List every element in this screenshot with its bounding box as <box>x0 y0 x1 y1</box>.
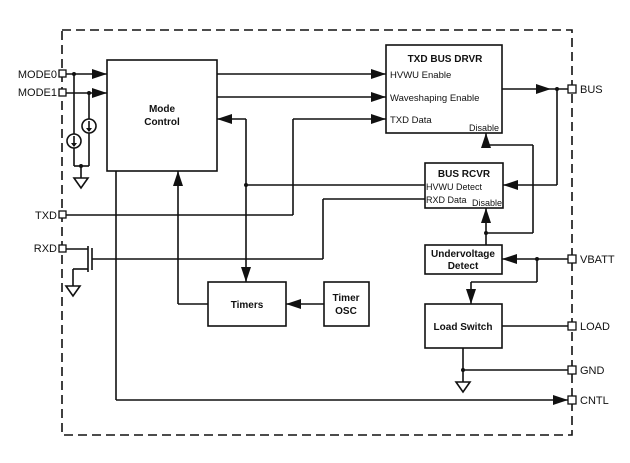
vbatt-wires <box>466 254 568 304</box>
rcvr-disable-port: Disable <box>472 198 502 208</box>
txd-data-port: TXD Data <box>390 115 432 126</box>
mode-control-label-2: Control <box>144 117 180 128</box>
timer-wires <box>173 171 324 309</box>
current-source-icon <box>81 118 97 134</box>
gnd-label: GND <box>580 365 605 377</box>
mode-control-block: Mode Control <box>106 59 218 172</box>
arrow-mode1 <box>92 88 107 98</box>
bus-rcvr-title: BUS RCVR <box>438 169 491 180</box>
rxd-pad <box>58 244 67 253</box>
cntl-pad <box>567 395 577 405</box>
arrow-mode0 <box>92 69 107 79</box>
mode-to-driver-wires <box>217 69 386 102</box>
mode1-pad <box>58 88 67 97</box>
pin-bus: BUS <box>567 84 603 96</box>
pin-load: LOAD <box>567 321 610 333</box>
hvwu-detect-wires <box>217 114 425 282</box>
txd-label: TXD <box>35 210 57 222</box>
mode-control-label-1: Mode <box>149 104 176 115</box>
chip-boundary <box>61 29 573 436</box>
timers-label: Timers <box>231 300 264 311</box>
load-gnd-wires <box>454 325 568 394</box>
arrow-to-mode-control <box>217 114 232 124</box>
ground-icon <box>454 381 472 394</box>
timers-block: Timers <box>207 281 287 327</box>
undervoltage-detect-block: Undervoltage Detect <box>424 244 503 275</box>
pin-mode0: MODE0 <box>18 69 67 81</box>
load-label: LOAD <box>580 321 610 333</box>
load-switch-block: Load Switch <box>424 303 503 349</box>
txd-pad <box>58 210 67 219</box>
bus-rcvr-block: BUS RCVR HVWU Detect RXD Data Disable <box>424 162 504 209</box>
waveshaping-enable-port: Waveshaping Enable <box>390 93 479 104</box>
pin-rxd: RXD <box>34 243 67 255</box>
hvwu-detect-port: HVWU Detect <box>426 182 483 192</box>
current-source-icon <box>66 133 82 149</box>
txd-bus-drvr-title: TXD BUS DRVR <box>408 54 484 65</box>
mode0-label: MODE0 <box>18 69 57 81</box>
cntl-wire <box>115 171 568 405</box>
load-pad <box>567 321 577 331</box>
hvwu-enable-port: HVWU Enable <box>390 70 451 81</box>
rxd-wire <box>64 198 425 298</box>
rxd-label: RXD <box>34 243 57 255</box>
mode-inputs <box>66 69 107 190</box>
drvr-disable-port: Disable <box>469 123 499 133</box>
ground-icon <box>64 285 82 298</box>
transistor-icon <box>64 246 93 298</box>
gnd-pad <box>567 365 577 375</box>
bus-pad <box>567 84 577 94</box>
timer-osc-block: Timer OSC <box>323 281 370 327</box>
mode0-pad <box>58 69 67 78</box>
undervoltage-label-2: Detect <box>448 261 479 272</box>
arrow-to-timers <box>241 267 251 282</box>
ground-icon <box>72 177 90 190</box>
mode1-label: MODE1 <box>18 87 57 99</box>
disable-wires <box>481 133 534 245</box>
pin-mode1: MODE1 <box>18 87 67 99</box>
vbatt-label: VBATT <box>580 254 615 266</box>
undervoltage-label-1: Undervoltage <box>431 249 495 260</box>
pin-cntl: CNTL <box>567 395 609 407</box>
rxd-data-port: RXD Data <box>426 195 467 205</box>
timer-osc-label-1: Timer <box>332 293 359 304</box>
pin-vbatt: VBATT <box>567 254 615 266</box>
bus-wires <box>502 84 568 190</box>
vbatt-pad <box>567 254 577 264</box>
load-switch-label: Load Switch <box>434 322 493 333</box>
timer-osc-label-2: OSC <box>335 306 357 317</box>
cntl-label: CNTL <box>580 395 609 407</box>
bus-label: BUS <box>580 84 603 96</box>
txd-wire <box>66 114 386 216</box>
pin-gnd: GND <box>567 365 605 377</box>
txd-bus-drvr-block: TXD BUS DRVR HVWU Enable Waveshaping Ena… <box>385 44 503 134</box>
